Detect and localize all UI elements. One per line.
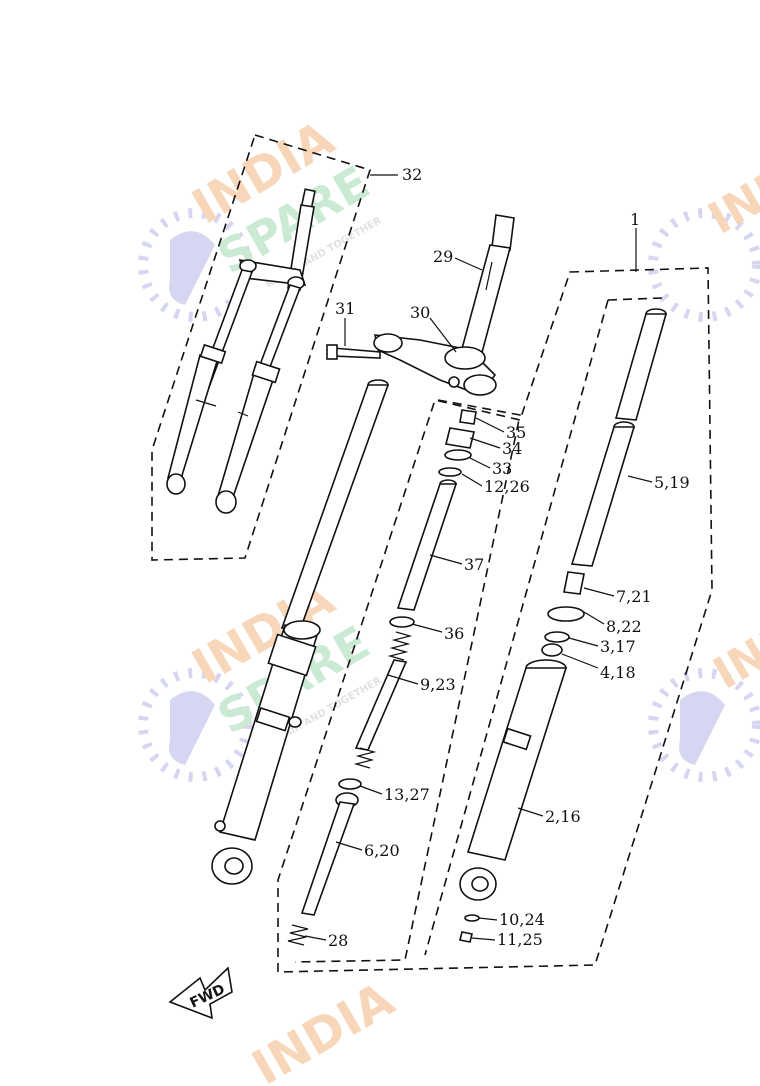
assembly-outline-1 <box>277 267 713 973</box>
assembly-outline-inner-2 <box>424 299 609 956</box>
callout-30: 30 <box>410 303 430 322</box>
callout-32: 32 <box>402 165 422 184</box>
watermark-right: INDIA INDIA <box>648 130 760 782</box>
callout-9-23: 9,23 <box>420 675 456 694</box>
callout-33: 33 <box>492 459 512 478</box>
watermark-top: INDIA SPARE REPAIR AND TOGETHER <box>138 110 384 322</box>
callout-29: 29 <box>433 247 453 266</box>
callout-35: 35 <box>506 423 526 442</box>
callout-1: 1 <box>630 210 640 229</box>
callout-labels: 32 1 29 30 31 35 34 33 12,26 37 36 9,23 … <box>328 165 690 950</box>
callout-36: 36 <box>444 624 464 643</box>
steering-stem-assembly <box>326 214 515 396</box>
callout-31: 31 <box>335 299 355 318</box>
watermark-india-4: INDIA <box>705 585 760 699</box>
callout-28: 28 <box>328 931 348 950</box>
watermark-india-3: INDIA <box>700 130 760 244</box>
callout-7-21: 7,21 <box>616 587 652 606</box>
leader-lines <box>304 174 653 941</box>
callout-8-22: 8,22 <box>606 617 642 636</box>
assembly-outline-inner-top <box>607 297 663 301</box>
assembly-outline-inner <box>294 399 521 963</box>
callout-34: 34 <box>502 439 522 458</box>
watermark-india-5: INDIA <box>243 971 403 1086</box>
fwd-arrow-icon: FWD <box>168 966 233 1020</box>
callout-12-26: 12,26 <box>484 477 530 496</box>
callout-4-18: 4,18 <box>600 663 636 682</box>
inner-damper-parts <box>287 409 477 946</box>
callout-6-20: 6,20 <box>364 841 400 860</box>
complete-fork-assembly <box>166 188 316 514</box>
callout-37: 37 <box>464 555 484 574</box>
assembly-outline-32 <box>151 134 372 561</box>
callout-13-27: 13,27 <box>384 785 430 804</box>
callout-2-16: 2,16 <box>545 807 581 826</box>
left-fork-leg <box>211 379 390 885</box>
callout-10-24: 10,24 <box>499 910 545 929</box>
callout-3-17: 3,17 <box>600 637 636 656</box>
right-fork-leg <box>459 308 668 943</box>
watermark-bottom: INDIA <box>243 971 403 1086</box>
callout-11-25: 11,25 <box>497 930 543 949</box>
callout-5-19: 5,19 <box>654 473 690 492</box>
